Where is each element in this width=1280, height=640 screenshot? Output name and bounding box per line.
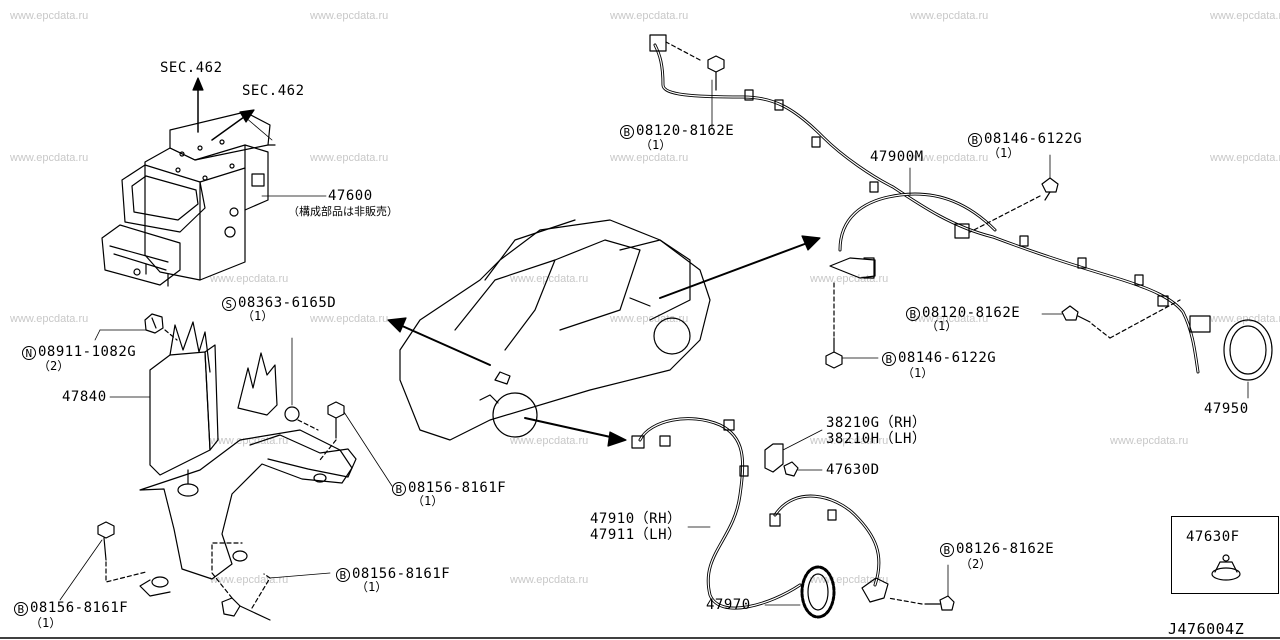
watermark: www.epcdata.ru xyxy=(210,435,289,447)
diagram-code: J476004Z xyxy=(1168,620,1245,638)
sec-right-label: SEC.462 xyxy=(242,83,305,99)
inset-part-number: 47630F xyxy=(1186,529,1240,545)
watermark: www.epcdata.ru xyxy=(810,273,889,285)
watermark: www.epcdata.ru xyxy=(910,10,989,22)
watermark: www.epcdata.ru xyxy=(1110,435,1189,447)
rear-bolt-3-qty: （1） xyxy=(926,319,958,333)
watermark: www.epcdata.ru xyxy=(910,152,989,164)
bracket-lh-part-number: 38210H（LH） xyxy=(826,431,927,447)
rear-bolt-4 xyxy=(825,279,879,369)
rear-bolt-3 xyxy=(1041,299,1181,339)
rear-bolt-2 xyxy=(969,154,1059,233)
bracket-rh-part-number: 38210G（RH） xyxy=(826,415,927,431)
rear-bolt-1-qty: （1） xyxy=(640,138,672,152)
screw-qty: （1） xyxy=(242,309,274,323)
front-sensor-rotor xyxy=(764,565,836,619)
bolt-47630d xyxy=(783,461,823,477)
watermark: www.epcdata.ru xyxy=(1210,152,1280,164)
bolt-c-qty: （1） xyxy=(30,616,62,630)
bolt-a-qty: （1） xyxy=(412,494,444,508)
sec-up-label: SEC.462 xyxy=(160,60,223,76)
watermark: www.epcdata.ru xyxy=(10,313,89,325)
rear-sensor-rotor xyxy=(1223,319,1273,399)
watermark: www.epcdata.ru xyxy=(310,10,389,22)
front-bolt-qty: （2） xyxy=(960,557,992,571)
screw-08363 xyxy=(284,337,319,431)
watermark: www.epcdata.ru xyxy=(10,152,89,164)
watermark: www.epcdata.ru xyxy=(1210,10,1280,22)
harness-part-number: 47900M xyxy=(870,149,924,165)
front-sensor-harness xyxy=(631,417,889,610)
actuator-note: （構成部品は非販売） xyxy=(288,205,398,218)
rear-rotor-part-number: 47950 xyxy=(1204,401,1249,417)
bolt-b xyxy=(211,542,331,621)
actuator-bracket xyxy=(139,321,357,597)
watermark: www.epcdata.ru xyxy=(610,152,689,164)
rear-harness xyxy=(649,34,1211,374)
bracket-part-number: 47840 xyxy=(62,389,107,405)
vehicle-outline xyxy=(399,219,711,441)
rear-bolt-2-qty: （1） xyxy=(988,146,1020,160)
sensor-lh-part-number: 47911（LH） xyxy=(590,527,682,543)
nut-qty: （2） xyxy=(38,359,70,373)
watermark: www.epcdata.ru xyxy=(210,273,289,285)
front-rotor-part-number: 47970 xyxy=(706,597,751,613)
watermark: www.epcdata.ru xyxy=(1210,313,1280,325)
watermark: www.epcdata.ru xyxy=(810,435,889,447)
watermark: www.epcdata.ru xyxy=(610,10,689,22)
watermark: www.epcdata.ru xyxy=(10,10,89,22)
abs-actuator xyxy=(101,111,276,287)
inset-box xyxy=(1171,516,1279,594)
bolt-c xyxy=(59,521,147,601)
watermark: www.epcdata.ru xyxy=(510,574,589,586)
watermark: www.epcdata.ru xyxy=(910,313,989,325)
bolt-b-qty: （1） xyxy=(356,580,388,594)
watermark: www.epcdata.ru xyxy=(510,435,589,447)
actuator-part-number: 47600 xyxy=(328,188,373,204)
rear-bolt-1 xyxy=(665,41,725,129)
watermark: www.epcdata.ru xyxy=(310,152,389,164)
watermark: www.epcdata.ru xyxy=(510,273,589,285)
bolt-a xyxy=(319,401,393,487)
sensor-rh-part-number: 47910（RH） xyxy=(590,511,682,527)
bolt-47630d-part-number: 47630D xyxy=(826,462,880,478)
rear-bolt-4-qty: （1） xyxy=(902,366,934,380)
clip-47630f xyxy=(1211,554,1241,581)
front-bolt xyxy=(887,564,955,611)
watermark: www.epcdata.ru xyxy=(610,313,689,325)
watermark: www.epcdata.ru xyxy=(310,313,389,325)
nut-08911 xyxy=(94,313,178,341)
sensor-bracket xyxy=(764,429,823,473)
